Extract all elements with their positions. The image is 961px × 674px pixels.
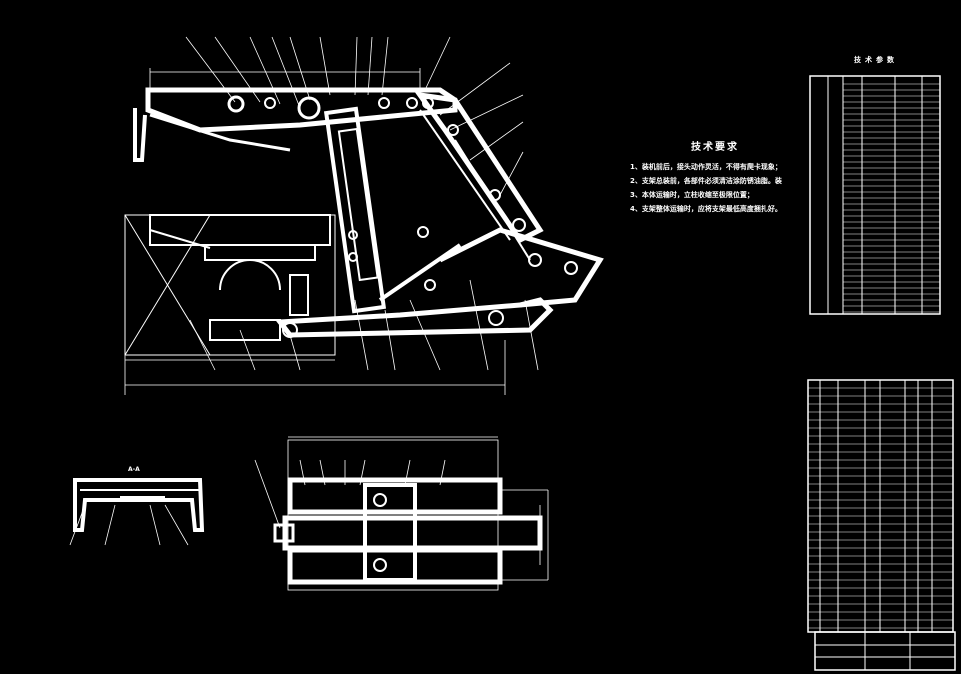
section-a-a-view — [69, 478, 205, 546]
requirement-item-3: 3、本体运输时，立柱收缩至极限位置； — [630, 191, 754, 199]
title-block — [814, 631, 956, 671]
requirement-item-1: 1、装机前后，接头动作灵活，不得有爬卡现象； — [630, 163, 782, 171]
plan-view — [254, 436, 549, 591]
parameters-table — [809, 75, 941, 315]
parameters-table-title: 技术参数 — [854, 56, 898, 64]
section-label: A-A — [128, 466, 140, 473]
parts-list-table — [807, 379, 954, 633]
technical-requirements-title: 技术要求 — [691, 142, 739, 153]
side-elevation-view — [124, 36, 604, 395]
requirement-item-2: 2、支架总装前，各部件必须清洁涂防锈油脂。装 — [630, 177, 782, 185]
requirement-item-4: 4、支架整体运输时，应将支架最低高度捆扎好。 — [630, 205, 782, 213]
technical-requirements: 技术要求 1、装机前后，接头动作灵活，不得有爬卡现象； 2、支架总装前，各部件必… — [630, 138, 800, 217]
